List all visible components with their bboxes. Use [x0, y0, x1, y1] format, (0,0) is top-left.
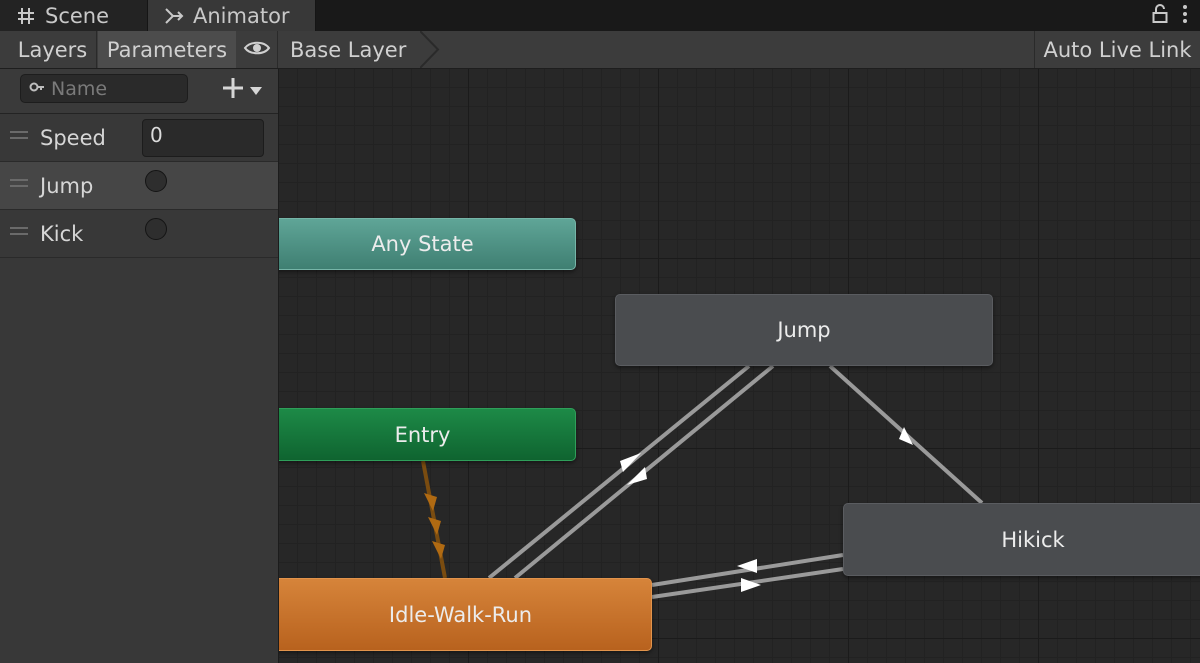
- transition-lines: [421, 364, 984, 599]
- state-node-jump[interactable]: Jump: [615, 294, 993, 366]
- parameters-panel: Speed 0 Jump Kick: [0, 69, 279, 663]
- state-node-entry[interactable]: Entry: [279, 408, 576, 461]
- animator-toolbar: Layers Parameters Base Layer Auto Live L…: [0, 31, 1200, 69]
- parameter-name: Speed: [40, 125, 106, 150]
- parameter-row-jump[interactable]: Jump: [0, 162, 278, 210]
- breadcrumb-base-layer[interactable]: Base Layer: [280, 31, 440, 68]
- state-label: Jump: [777, 318, 831, 342]
- auto-live-link-button[interactable]: Auto Live Link: [1034, 31, 1200, 68]
- lock-icon[interactable]: [1152, 3, 1168, 28]
- state-label: Idle-Walk-Run: [388, 602, 533, 627]
- transition-arrow-icon: [424, 493, 437, 511]
- state-node-any-state[interactable]: Any State: [279, 218, 576, 270]
- animator-icon: [164, 6, 184, 26]
- transition-idle-to-jump[interactable]: [487, 364, 751, 580]
- parameter-name: Jump: [40, 173, 94, 198]
- parameter-name: Kick: [40, 221, 84, 246]
- parameter-row-kick[interactable]: Kick: [0, 210, 278, 258]
- tab-scene-label: Scene: [45, 3, 110, 28]
- state-label: Entry: [394, 422, 451, 447]
- state-machine-graph[interactable]: Any State Entry Idle-Walk-Run Jump Hikic…: [279, 69, 1200, 663]
- transition-arrow-icon: [899, 427, 913, 445]
- tab-scene[interactable]: Scene: [0, 0, 148, 31]
- transition-arrow-icon: [620, 453, 641, 472]
- transition-arrow-icon: [741, 578, 761, 592]
- add-parameter-button[interactable]: [222, 75, 263, 105]
- parameter-search-field[interactable]: [20, 74, 188, 103]
- transition-hikick-to-idle[interactable]: [651, 553, 844, 587]
- chevron-down-icon: [249, 81, 263, 100]
- state-node-idle-walk-run[interactable]: Idle-Walk-Run: [279, 578, 652, 651]
- parameters-tab[interactable]: Parameters: [98, 31, 236, 68]
- breadcrumb-label: Base Layer: [290, 37, 407, 62]
- eye-icon: [243, 38, 271, 62]
- grid-hash-icon: [16, 6, 36, 26]
- kick-trigger-toggle[interactable]: [145, 218, 167, 240]
- transition-arrow-icon: [627, 467, 647, 485]
- drag-handle-icon[interactable]: [10, 227, 28, 239]
- state-label: Hikick: [1001, 527, 1065, 552]
- window-tab-bar: Scene Animator: [0, 0, 1200, 31]
- parameter-row-speed[interactable]: Speed 0: [0, 114, 278, 162]
- transition-arrow-icon: [432, 541, 445, 559]
- tab-animator[interactable]: Animator: [148, 0, 316, 31]
- parameter-search-input[interactable]: [51, 77, 171, 100]
- search-icon: [29, 78, 45, 100]
- drag-handle-icon[interactable]: [10, 131, 28, 143]
- eye-toggle-button[interactable]: [236, 31, 278, 68]
- state-label: Any State: [371, 232, 474, 256]
- transition-arrow-icon: [428, 517, 441, 535]
- more-vertical-icon[interactable]: [1182, 4, 1188, 28]
- speed-value-field[interactable]: 0: [142, 118, 264, 157]
- parameters-search-bar: [0, 69, 278, 114]
- layers-tab[interactable]: Layers: [9, 31, 97, 68]
- breadcrumb-chevron-icon: [420, 31, 440, 68]
- state-node-hikick[interactable]: Hikick: [843, 503, 1200, 576]
- jump-trigger-toggle[interactable]: [145, 170, 167, 192]
- drag-handle-icon[interactable]: [10, 179, 28, 191]
- plus-icon: [222, 77, 244, 103]
- tab-animator-label: Animator: [193, 3, 290, 28]
- transition-arrow-icon: [737, 559, 757, 573]
